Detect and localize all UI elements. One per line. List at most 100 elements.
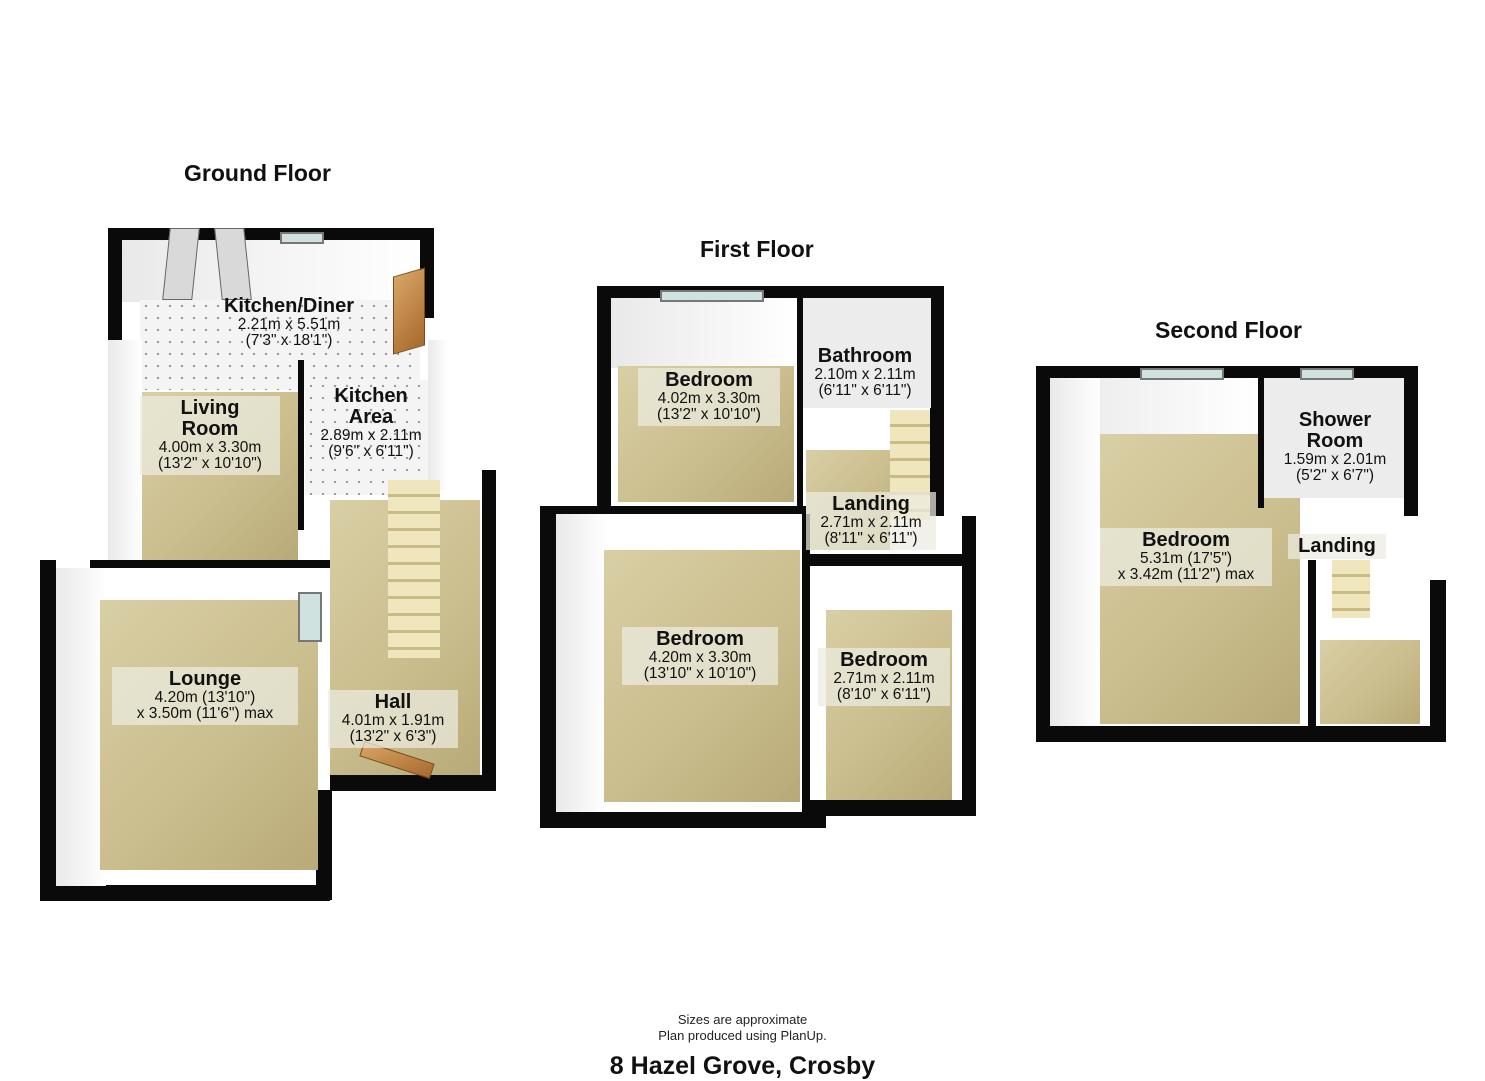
ground-floor-title: Ground Floor bbox=[184, 160, 331, 186]
room-label-kitchen-diner: Kitchen/Diner 2.21m x 5.51m (7'3" x 18'1… bbox=[205, 294, 373, 352]
room-dimensions-imperial: (6'11" x 6'11") bbox=[818, 382, 912, 400]
wall bbox=[810, 800, 976, 816]
room-dimensions-metric: 2.71m x 2.11m bbox=[833, 670, 935, 687]
wall-face bbox=[556, 514, 608, 812]
window bbox=[660, 290, 764, 302]
wall-face bbox=[1050, 378, 1100, 726]
wall bbox=[108, 228, 428, 240]
wall bbox=[298, 360, 304, 530]
room-dimensions-metric: 2.21m x 5.51m bbox=[237, 316, 341, 333]
room-label-living-room: Living Room 4.00m x 3.30m (13'2" x 10'10… bbox=[140, 396, 280, 475]
wall-face bbox=[56, 568, 106, 886]
staircase[interactable] bbox=[388, 480, 440, 658]
wall bbox=[540, 812, 826, 828]
room-name: Lounge bbox=[168, 668, 242, 690]
wall bbox=[316, 790, 332, 900]
room-dimensions-imperial: (8'10" x 6'11") bbox=[836, 686, 932, 704]
room-label-kitchen-area: Kitchen Area 2.89m x 2.11m (9'6" x 6'11"… bbox=[305, 384, 437, 463]
wall bbox=[1258, 378, 1264, 508]
window bbox=[1140, 368, 1224, 380]
shower-room-floor bbox=[1264, 378, 1404, 498]
room-name: Bedroom bbox=[656, 628, 744, 650]
wall bbox=[1404, 366, 1418, 516]
credit-line: Plan produced using PlanUp. bbox=[658, 1028, 827, 1043]
room-name: Bedroom bbox=[840, 649, 928, 671]
staircase[interactable] bbox=[1332, 560, 1370, 618]
room-dimensions-imperial: (8'11" x 6'11") bbox=[824, 530, 918, 548]
wall bbox=[1036, 366, 1050, 742]
wall bbox=[482, 470, 496, 790]
room-dimensions-metric: 4.01m x 1.91m bbox=[341, 712, 445, 729]
first-floor-title: First Floor bbox=[700, 236, 814, 262]
wall bbox=[1036, 726, 1446, 742]
footer: Sizes are approximate Plan produced usin… bbox=[0, 1012, 1485, 1081]
room-label-bathroom: Bathroom 2.10m x 2.11m (6'11" x 6'11") bbox=[800, 344, 930, 402]
wall bbox=[330, 775, 496, 791]
room-dimensions-imperial: (9'6" x 6'11") bbox=[328, 443, 414, 461]
window bbox=[1300, 368, 1354, 380]
room-dimensions-imperial: (5'2" x 6'7") bbox=[1295, 467, 1375, 485]
wall bbox=[597, 286, 937, 298]
wall bbox=[40, 560, 56, 900]
wall bbox=[90, 560, 330, 568]
room-dimensions-imperial: (13'2" x 10'10") bbox=[657, 406, 761, 424]
wall bbox=[1308, 560, 1316, 726]
room-dimensions-line2: x 3.42m (11'2") max bbox=[1117, 566, 1255, 584]
wall bbox=[810, 554, 970, 566]
back-door[interactable] bbox=[393, 267, 425, 355]
wall bbox=[797, 298, 803, 508]
room-name: Landing bbox=[1298, 535, 1376, 557]
room-name: Living bbox=[180, 397, 240, 419]
room-dimensions-metric: 4.20m x 3.30m bbox=[648, 649, 752, 666]
wall bbox=[556, 506, 806, 514]
room-label-landing: Landing 2.71m x 2.11m (8'11" x 6'11") bbox=[806, 492, 936, 550]
room-dimensions-imperial: (13'10" x 10'10") bbox=[643, 665, 757, 683]
wall-face bbox=[428, 340, 448, 490]
room-dimensions-metric: 4.02m x 3.30m bbox=[657, 390, 761, 407]
kitchen-diner-floor bbox=[140, 300, 420, 390]
wall-face bbox=[611, 298, 797, 368]
wall bbox=[1430, 580, 1446, 740]
room-name: Hall bbox=[374, 691, 412, 713]
room-label-bedroom: Bedroom 5.31m (17'5") x 3.42m (11'2") ma… bbox=[1100, 528, 1272, 586]
second-floor-title: Second Floor bbox=[1155, 317, 1302, 343]
room-label-bedroom-rear: Bedroom 4.20m x 3.30m (13'10" x 10'10") bbox=[622, 627, 778, 685]
room-label-lounge: Lounge 4.20m (13'10") x 3.50m (11'6") ma… bbox=[112, 667, 298, 725]
wall bbox=[802, 514, 810, 814]
room-dimensions-metric: 1.59m x 2.01m bbox=[1283, 451, 1387, 468]
property-address: 8 Hazel Grove, Crosby bbox=[609, 1052, 876, 1080]
room-label-shower-room: Shower Room 1.59m x 2.01m (5'2" x 6'7") bbox=[1266, 408, 1404, 487]
window bbox=[280, 232, 324, 244]
wall bbox=[930, 286, 944, 516]
wall bbox=[1072, 366, 1412, 378]
room-name: Area bbox=[348, 406, 394, 428]
room-name: Bathroom bbox=[817, 345, 913, 367]
room-name: Bedroom bbox=[665, 369, 753, 391]
disclaimer-line: Sizes are approximate bbox=[677, 1012, 808, 1027]
room-dimensions-metric: 2.71m x 2.11m bbox=[820, 514, 922, 531]
room-name: Room bbox=[181, 418, 239, 440]
room-dimensions-line1: 4.20m (13'10") bbox=[154, 689, 256, 706]
room-dimensions-imperial: (13'2" x 6'3") bbox=[349, 728, 437, 746]
wall bbox=[540, 506, 556, 826]
room-label-landing: Landing bbox=[1288, 534, 1386, 559]
lounge-floor bbox=[100, 600, 318, 870]
room-dimensions-metric: 4.00m x 3.30m bbox=[158, 439, 262, 456]
wall bbox=[962, 516, 976, 816]
kitchen-area-floor bbox=[305, 380, 433, 495]
store-floor bbox=[1320, 640, 1420, 724]
room-dimensions-imperial: (7'3" x 18'1") bbox=[245, 332, 333, 350]
room-dimensions-metric: 2.89m x 2.11m bbox=[320, 427, 422, 444]
room-name: Kitchen/Diner bbox=[223, 295, 355, 317]
room-name: Room bbox=[1306, 430, 1364, 452]
room-name: Bedroom bbox=[1142, 529, 1230, 551]
wall-face bbox=[108, 340, 142, 560]
room-label-bedroom-small: Bedroom 2.71m x 2.11m (8'10" x 6'11") bbox=[818, 648, 950, 706]
room-dimensions-line2: x 3.50m (11'6") max bbox=[136, 705, 274, 723]
room-name: Shower bbox=[1298, 409, 1372, 431]
room-name: Kitchen bbox=[334, 385, 408, 407]
room-label-bedroom-front: Bedroom 4.02m x 3.30m (13'2" x 10'10") bbox=[638, 368, 780, 426]
room-dimensions-imperial: (13'2" x 10'10") bbox=[158, 455, 262, 473]
wall bbox=[597, 286, 611, 506]
wall bbox=[40, 885, 330, 901]
